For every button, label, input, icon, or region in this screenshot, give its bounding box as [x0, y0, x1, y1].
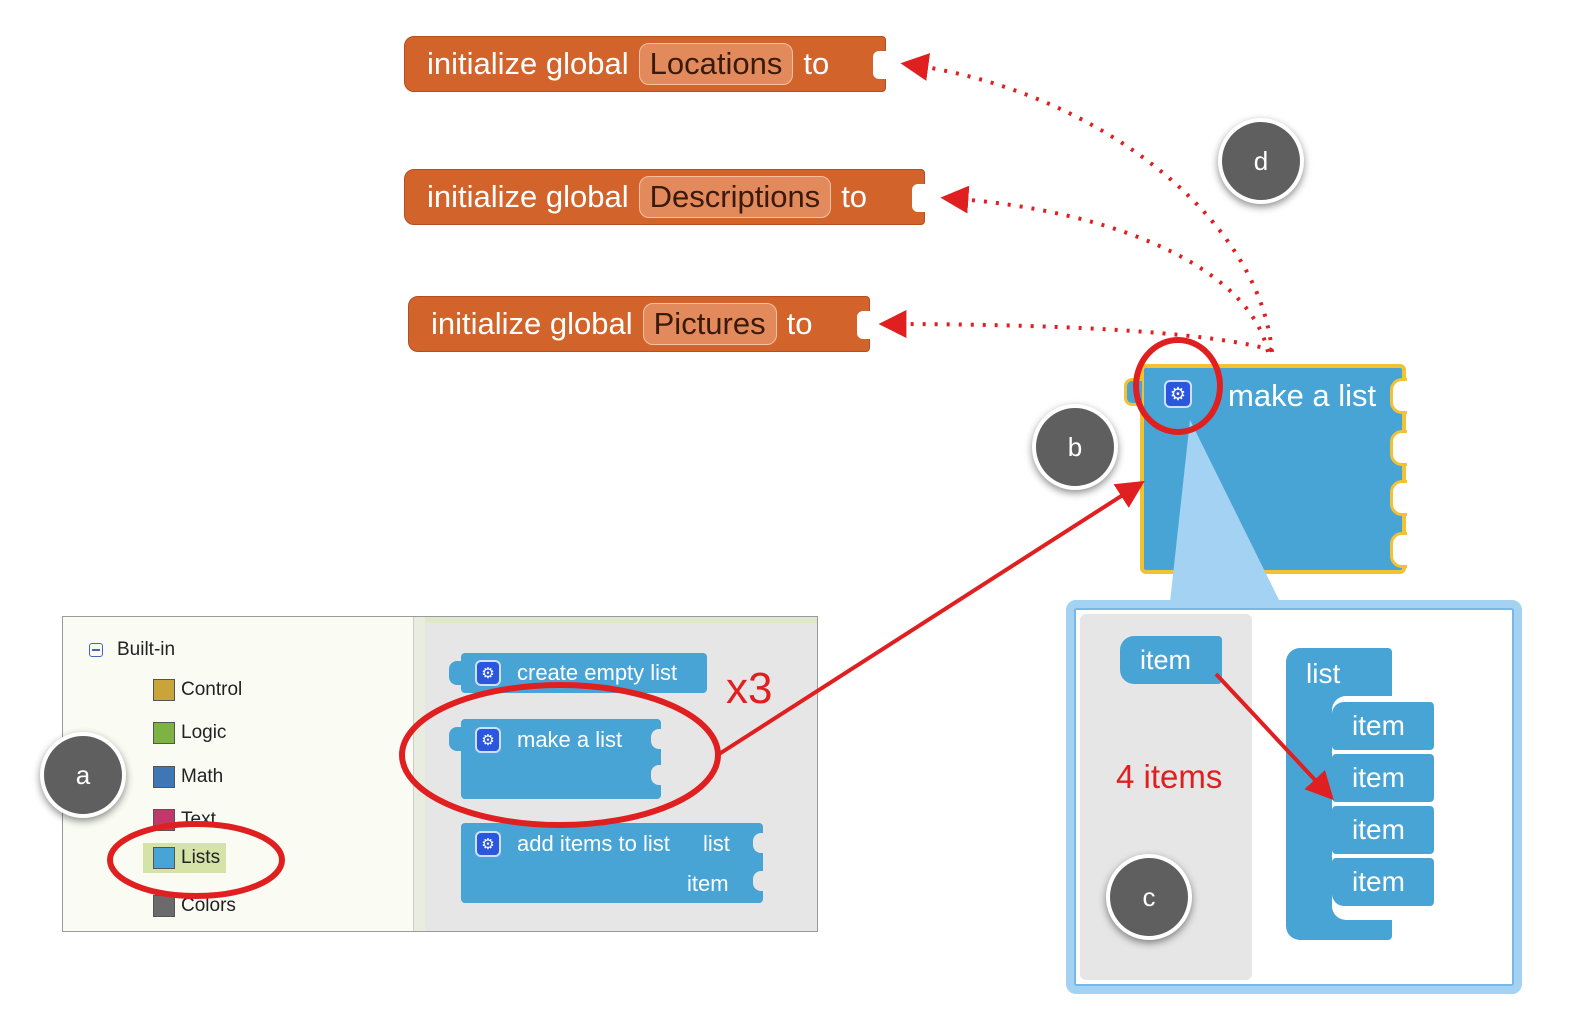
- items-count-annotation: 4 items: [1116, 758, 1223, 795]
- category-label: Math: [181, 766, 224, 787]
- category-colors[interactable]: Colors: [153, 895, 236, 917]
- mutator-gear-icon[interactable]: ⚙: [1164, 380, 1192, 408]
- badge-c: c: [1106, 854, 1192, 940]
- init-suffix: to: [786, 306, 813, 341]
- swatch-text: [153, 809, 175, 831]
- init-global-pictures-block[interactable]: initialize global Pictures to: [408, 296, 871, 352]
- item-block-3[interactable]: item: [1332, 806, 1434, 854]
- item-label: item: [1140, 644, 1192, 675]
- make-a-list-block[interactable]: ⚙ make a list: [461, 719, 661, 799]
- item-block-source[interactable]: item: [1120, 636, 1222, 684]
- category-math[interactable]: Math: [153, 766, 223, 788]
- variable-name-field[interactable]: Locations: [638, 43, 794, 85]
- create-empty-list-block[interactable]: ⚙ create empty list: [461, 653, 707, 693]
- output-tab: [1124, 378, 1142, 406]
- builtin-root[interactable]: Built-in: [89, 639, 175, 661]
- swatch-control: [153, 679, 175, 701]
- input-notches: [1390, 372, 1408, 572]
- builtin-label: Built-in: [117, 639, 176, 660]
- init-prefix: initialize global: [427, 46, 629, 81]
- category-text[interactable]: Text: [153, 809, 216, 831]
- item-block-2[interactable]: item: [1332, 754, 1434, 802]
- init-prefix: initialize global: [431, 306, 633, 341]
- category-control[interactable]: Control: [153, 679, 242, 701]
- mutator-gear-icon: ⚙: [475, 727, 501, 753]
- category-label: Text: [181, 809, 216, 830]
- blocks-palette-panel: Built-in Control Logic Math Text Lists C…: [62, 616, 818, 932]
- value-socket[interactable]: [873, 51, 887, 79]
- category-label: Logic: [181, 722, 227, 743]
- init-global-locations-block[interactable]: initialize global Locations to: [404, 36, 887, 92]
- swatch-colors: [153, 895, 175, 917]
- item-label: item: [1352, 814, 1405, 845]
- swatch-lists: [153, 847, 175, 869]
- variable-name-field[interactable]: Pictures: [642, 303, 777, 345]
- block-label: add items to list: [517, 831, 670, 856]
- swatch-logic: [153, 722, 175, 744]
- item-label: item: [1352, 762, 1405, 793]
- variable-name-field[interactable]: Descriptions: [638, 176, 832, 218]
- badge-d: d: [1218, 118, 1304, 204]
- item-label: item: [1352, 710, 1405, 741]
- init-prefix: initialize global: [427, 179, 629, 214]
- init-suffix: to: [803, 46, 830, 81]
- mutator-gear-icon: ⚙: [475, 831, 501, 857]
- item-param-label: item: [687, 871, 729, 896]
- category-logic[interactable]: Logic: [153, 722, 226, 744]
- init-global-descriptions-block[interactable]: initialize global Descriptions to: [404, 169, 926, 225]
- make-a-list-label: make a list: [1228, 378, 1377, 413]
- output-tab: [449, 727, 463, 751]
- item-block-4[interactable]: item: [1332, 858, 1434, 906]
- block-label: create empty list: [517, 660, 678, 685]
- collapse-icon[interactable]: [89, 643, 103, 657]
- dotted-arrow-locations: [900, 53, 1274, 353]
- block-label: make a list: [517, 727, 623, 752]
- category-lists[interactable]: Lists: [143, 843, 227, 873]
- value-socket[interactable]: [912, 184, 926, 212]
- category-label: Lists: [181, 847, 221, 868]
- item-block-1[interactable]: item: [1332, 702, 1434, 750]
- mutator-gear-icon: ⚙: [475, 660, 501, 686]
- category-label: Colors: [181, 895, 236, 916]
- item-label: item: [1352, 866, 1405, 897]
- add-items-to-list-block[interactable]: ⚙ add items to list list item: [461, 823, 763, 903]
- multiplier-annotation: x3: [726, 664, 773, 713]
- init-suffix: to: [841, 179, 868, 214]
- category-label: Control: [181, 679, 243, 700]
- list-label: list: [1306, 658, 1341, 689]
- dotted-arrow-descriptions: [940, 185, 1270, 353]
- badge-a: a: [40, 732, 126, 818]
- swatch-math: [153, 766, 175, 788]
- badge-b: b: [1032, 404, 1118, 490]
- list-param-label: list: [703, 831, 730, 856]
- value-socket[interactable]: [857, 311, 871, 339]
- mutator-pointer: [1170, 420, 1280, 602]
- output-tab: [449, 661, 463, 685]
- dotted-arrow-pictures: [878, 310, 1273, 352]
